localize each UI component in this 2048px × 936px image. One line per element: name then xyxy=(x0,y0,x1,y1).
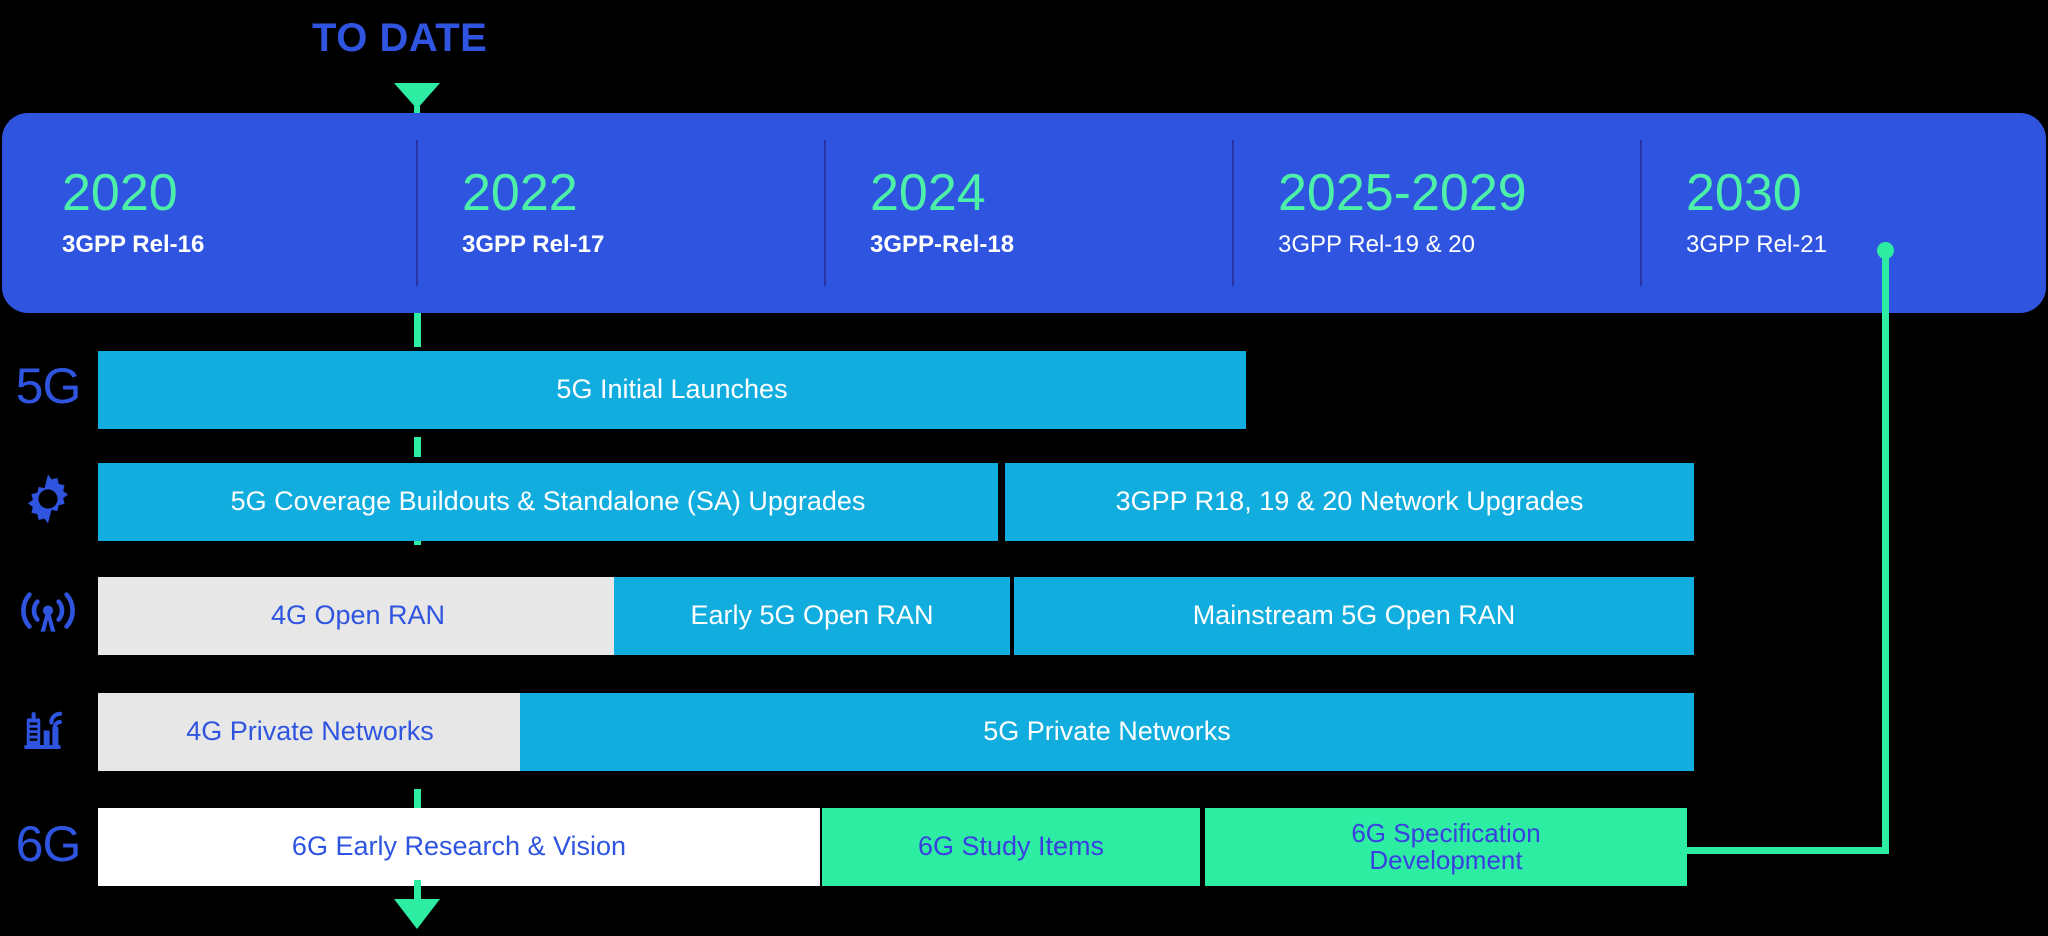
bar-label: 3GPP R18, 19 & 20 Network Upgrades xyxy=(1115,486,1584,517)
bar-6g-specification-development: 6G Specification Development xyxy=(1205,808,1687,886)
row-icon-6g: 6G xyxy=(2,810,94,878)
timeline-segment-2024: 2024 3GPP-Rel-18 xyxy=(824,113,1232,313)
gear-icon xyxy=(27,474,69,524)
segment-divider xyxy=(1232,140,1234,286)
bar-5g-private-networks: 5G Private Networks xyxy=(520,693,1694,771)
bar-early-5g-open-ran: Early 5G Open RAN xyxy=(614,577,1010,655)
bottom-marker-arrow-icon xyxy=(394,899,440,929)
segment-release: 3GPP Rel-17 xyxy=(462,231,605,258)
segment-release: 3GPP Rel-16 xyxy=(62,231,205,258)
5g-text-icon: 5G xyxy=(15,358,82,414)
to-date-label: TO DATE xyxy=(312,16,488,60)
bar-5g-coverage-buildouts: 5G Coverage Buildouts & Standalone (SA) … xyxy=(98,463,998,541)
rel21-connector-vertical xyxy=(1882,250,1889,854)
timeline-segment-2022: 2022 3GPP Rel-17 xyxy=(416,113,824,313)
bar-5g-initial-launches: 5G Initial Launches xyxy=(98,351,1246,429)
bar-label: 4G Private Networks xyxy=(186,716,434,747)
bar-label: 5G Initial Launches xyxy=(556,374,788,405)
bar-label: Mainstream 5G Open RAN xyxy=(1192,600,1516,631)
bar-4g-open-ran: 4G Open RAN xyxy=(98,577,618,655)
to-date-stem xyxy=(414,104,420,120)
bar-label: 4G Open RAN xyxy=(270,600,446,631)
segment-divider xyxy=(824,140,826,286)
bar-4g-private-networks: 4G Private Networks xyxy=(98,693,522,771)
factory-wifi-icon xyxy=(24,711,63,750)
bar-6g-early-research: 6G Early Research & Vision xyxy=(98,808,820,886)
bar-3gpp-network-upgrades: 3GPP R18, 19 & 20 Network Upgrades xyxy=(1005,463,1694,541)
row-icon-open-ran xyxy=(2,580,94,646)
bar-label: 5G Coverage Buildouts & Standalone (SA) … xyxy=(230,486,866,517)
radio-tower-icon xyxy=(21,592,75,632)
row-icon-network-upgrades xyxy=(2,466,94,532)
to-date-guide-line xyxy=(414,437,421,457)
segment-year: 2025-2029 xyxy=(1278,164,1527,222)
segment-release: 3GPP Rel-21 xyxy=(1686,231,1827,258)
row-icon-private-networks xyxy=(2,696,94,762)
bottom-marker-stem xyxy=(414,880,421,902)
timeline-segment-2030: 2030 3GPP Rel-21 xyxy=(1640,113,2046,313)
segment-divider xyxy=(416,140,418,286)
rel21-connector-horizontal xyxy=(1686,847,1889,854)
timeline-header-band: 2020 3GPP Rel-16 2022 3GPP Rel-17 2024 3… xyxy=(2,113,2046,313)
segment-year: 2020 xyxy=(62,164,178,222)
segment-release: 3GPP-Rel-18 xyxy=(870,231,1015,258)
row-icon-5g: 5G xyxy=(2,352,94,420)
6g-text-icon: 6G xyxy=(15,816,82,872)
bar-mainstream-5g-open-ran: Mainstream 5G Open RAN xyxy=(1014,577,1694,655)
segment-release: 3GPP Rel-19 & 20 xyxy=(1278,231,1476,258)
segment-year: 2030 xyxy=(1686,164,1802,222)
segment-divider xyxy=(1640,140,1642,286)
bar-6g-study-items: 6G Study Items xyxy=(822,808,1200,886)
bar-label: Early 5G Open RAN xyxy=(690,600,934,631)
bar-label: 6G Specification Development xyxy=(1351,817,1541,875)
bar-label: 6G Early Research & Vision xyxy=(291,831,627,862)
bar-label: 6G Study Items xyxy=(917,831,1105,862)
bar-label: 5G Private Networks xyxy=(983,716,1231,747)
timeline-segment-2020: 2020 3GPP Rel-16 xyxy=(16,113,416,313)
to-date-guide-line xyxy=(414,789,421,809)
segment-year: 2022 xyxy=(462,164,578,222)
segment-year: 2024 xyxy=(870,164,986,222)
to-date-guide-line xyxy=(414,313,421,347)
timeline-segment-2025-2029: 2025-2029 3GPP Rel-19 & 20 xyxy=(1232,113,1640,313)
